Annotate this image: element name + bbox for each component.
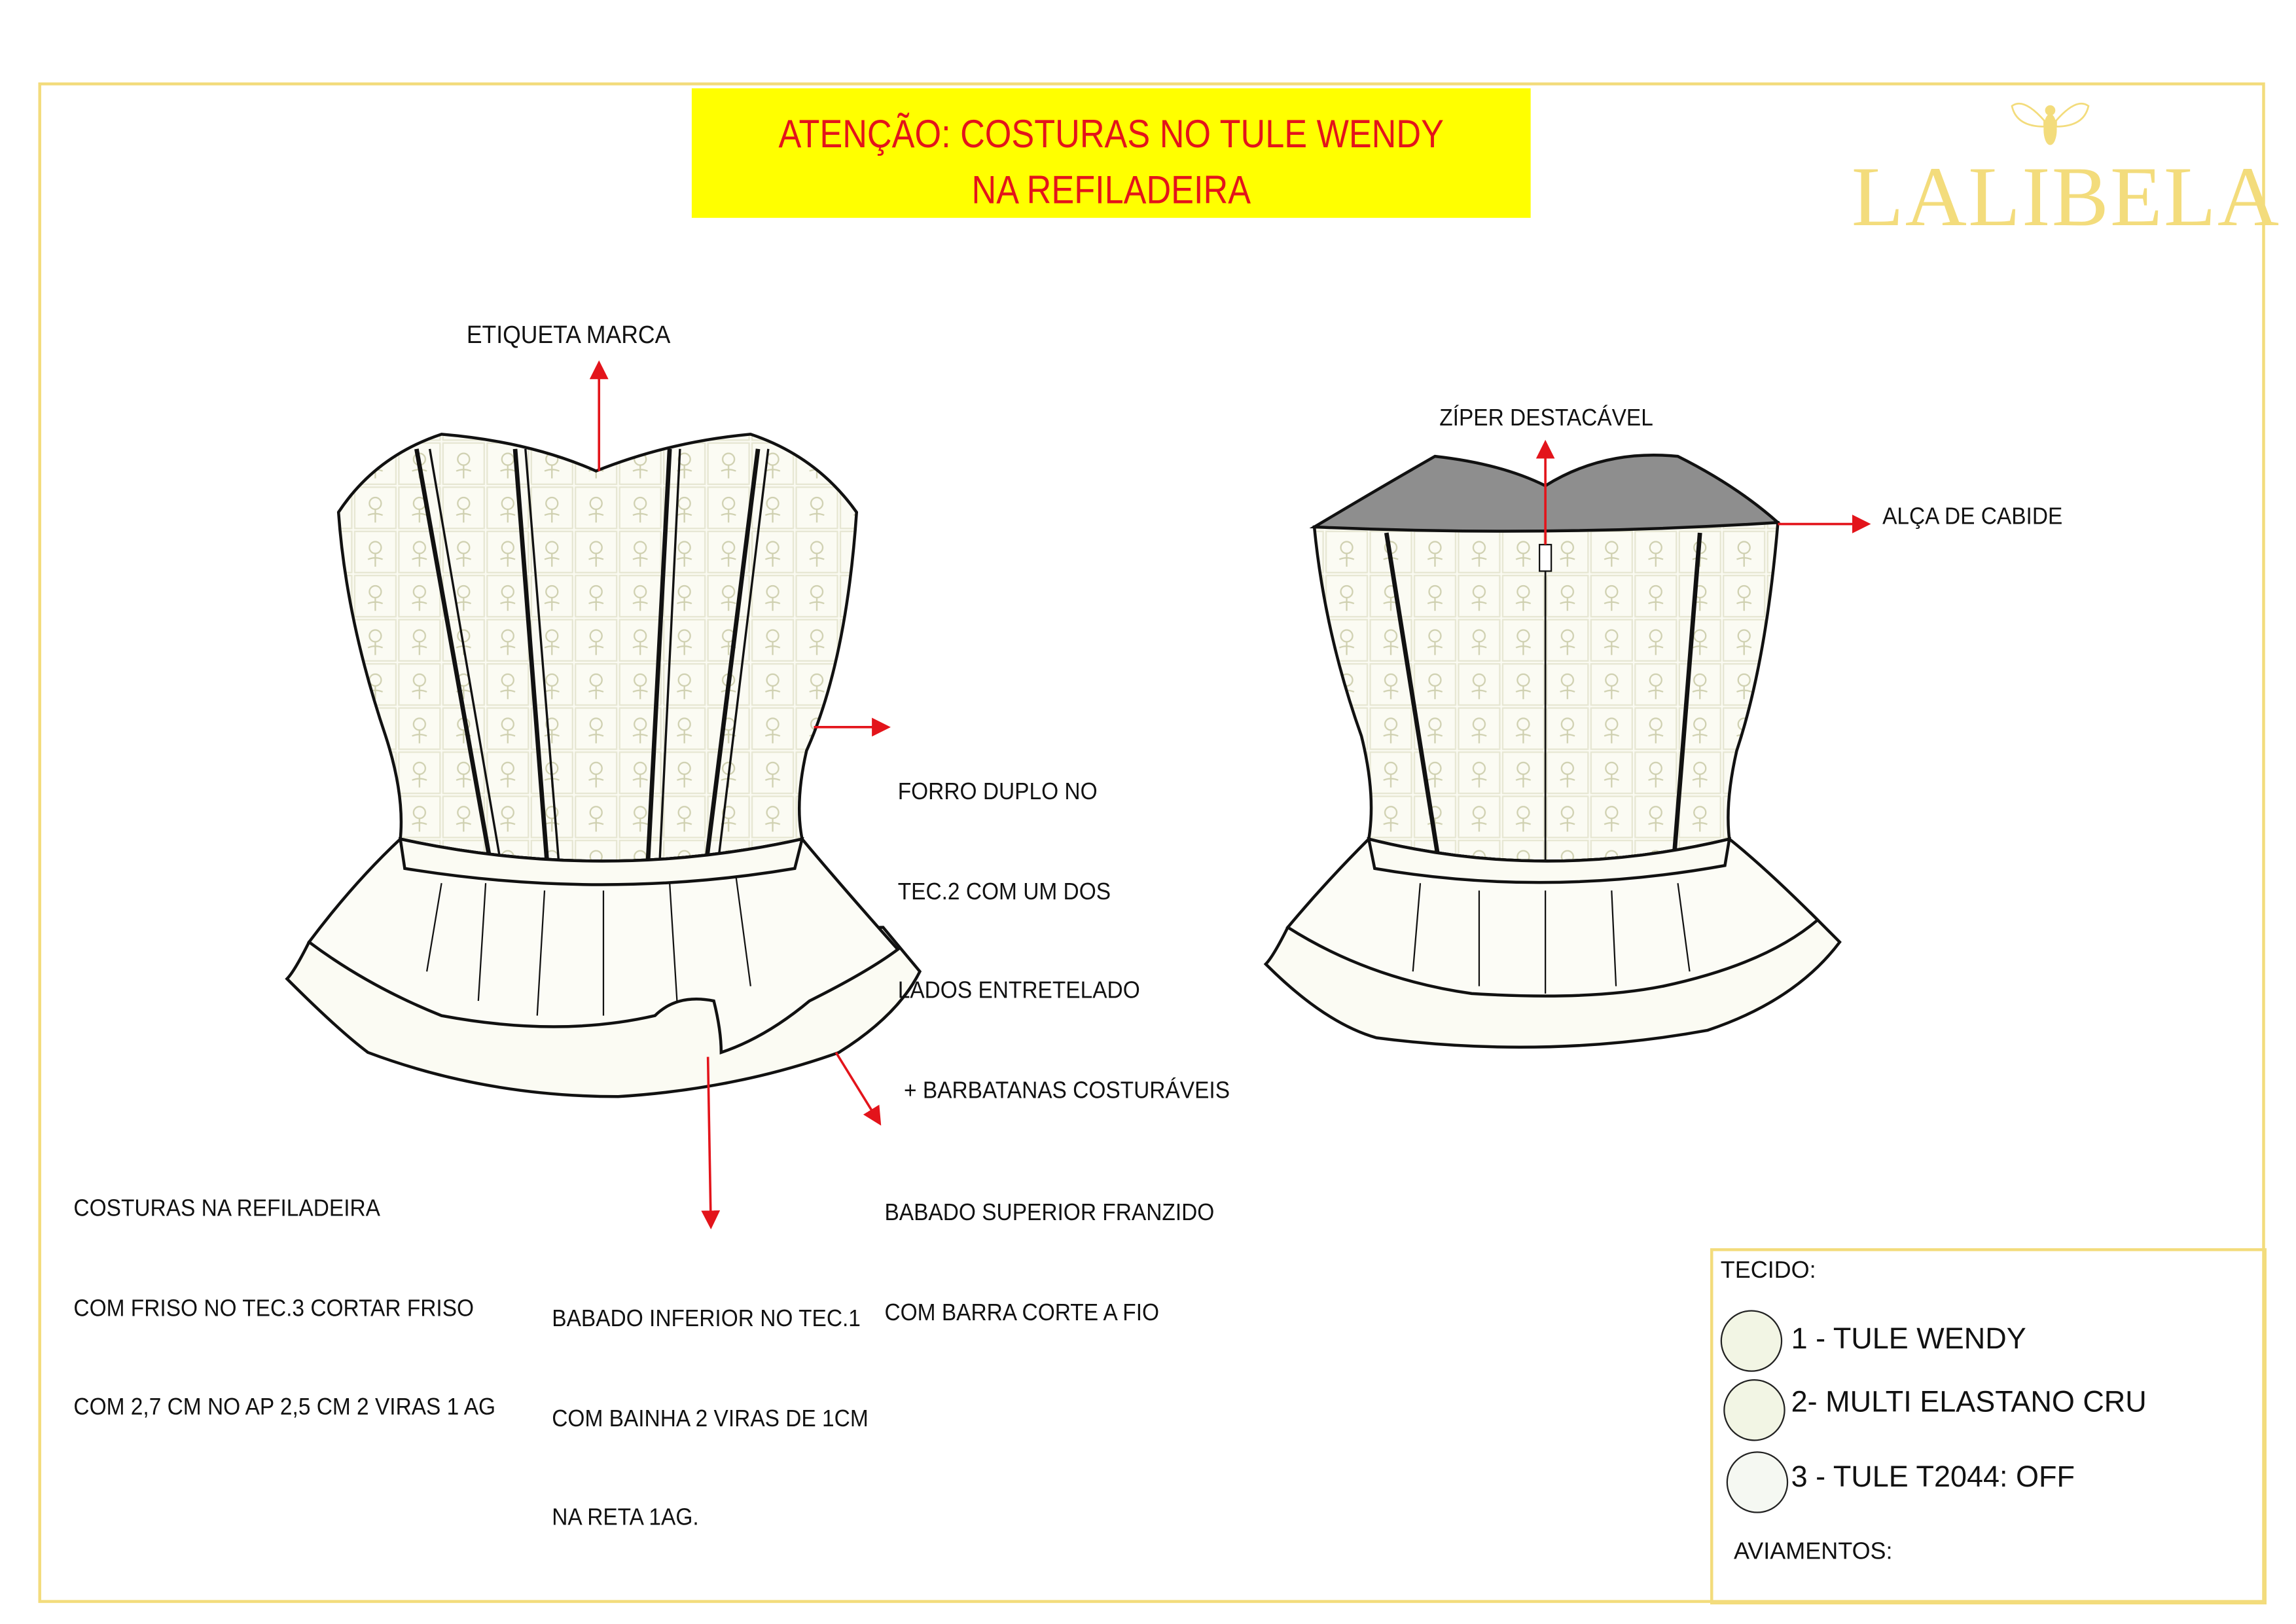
note-line: + BARBATANAS COSTURÁVEIS	[897, 1078, 1230, 1104]
fabric-swatch-3	[1726, 1451, 1789, 1513]
note-line: BABADO INFERIOR NO TEC.1	[552, 1307, 861, 1333]
fabric-label-2: 2- MULTI ELASTANO CRU	[1791, 1386, 2147, 1419]
note-line: COSTURAS NA REFILADEIRA	[73, 1197, 380, 1222]
fabric-title: TECIDO:	[1720, 1258, 1816, 1284]
back-view-garment	[1263, 454, 1842, 1049]
warning-banner: ATENÇÃO: COSTURAS NO TULE WENDY NA REFIL…	[691, 88, 1531, 218]
note-line: NA RETA 1AG.	[552, 1506, 699, 1531]
arrow-upper-ruffle	[834, 1051, 882, 1126]
note-line: LADOS ENTRETELADO	[897, 979, 1140, 1004]
arrow-lower-ruffle	[701, 1056, 721, 1230]
note-line: COM FRISO NO TEC.3 CORTAR FRISO	[73, 1295, 475, 1322]
trims-title: AVIAMENTOS:	[1733, 1540, 1893, 1565]
note-line: BABADO SUPERIOR FRANZIDO	[884, 1200, 1215, 1227]
note-line: TEC.2 COM UM DOS	[897, 879, 1111, 905]
note-brand-label: ETIQUETA MARCA	[466, 321, 671, 349]
banner-line-2: NA REFILADEIRA	[971, 168, 1251, 212]
note-hanger-loop: ALÇA DE CABIDE	[1882, 505, 2063, 530]
front-bodice	[336, 433, 859, 863]
note-line: COM BAINHA 2 VIRAS DE 1CM	[552, 1406, 869, 1432]
callout-arrows	[589, 360, 1871, 1230]
note-line: FORRO DUPLO NO	[897, 780, 1098, 806]
banner-line-1: ATENÇÃO: COSTURAS NO TULE WENDY	[778, 111, 1444, 156]
page-frame	[38, 82, 2265, 1603]
fabric-legend: TECIDO: 1 - TULE WENDY 2- MULTI ELASTANO…	[1710, 1248, 2267, 1605]
note-upper-ruffle: BABADO SUPERIOR FRANZIDO COM BARRA CORTE…	[884, 1132, 1214, 1397]
zipper-pull	[1539, 543, 1552, 572]
front-view-garment	[285, 433, 922, 1098]
fabric-label-3: 3 - TULE T2044: OFF	[1791, 1461, 2075, 1494]
note-zipper: ZÍPER DESTACÁVEL	[1439, 406, 1653, 431]
fabric-swatch-1	[1720, 1310, 1783, 1372]
note-lower-ruffle: BABADO INFERIOR NO TEC.1 COM BAINHA 2 VI…	[552, 1238, 868, 1602]
note-line: COM 2,7 CM NO AP 2,5 CM 2 VIRAS 1 AG	[73, 1395, 496, 1420]
fabric-label-1: 1 - TULE WENDY	[1791, 1323, 2026, 1356]
note-lining: FORRO DUPLO NO TEC.2 COM UM DOS LADOS EN…	[898, 711, 1230, 1174]
fabric-swatch-2	[1723, 1379, 1785, 1441]
note-seams: COSTURAS NA REFILADEIRA COM FRISO NO TEC…	[73, 1128, 495, 1492]
bee-icon	[2011, 103, 2090, 145]
note-line: COM BARRA CORTE A FIO	[884, 1300, 1160, 1326]
brand-logo-text: LALIBELA	[1851, 149, 2281, 245]
